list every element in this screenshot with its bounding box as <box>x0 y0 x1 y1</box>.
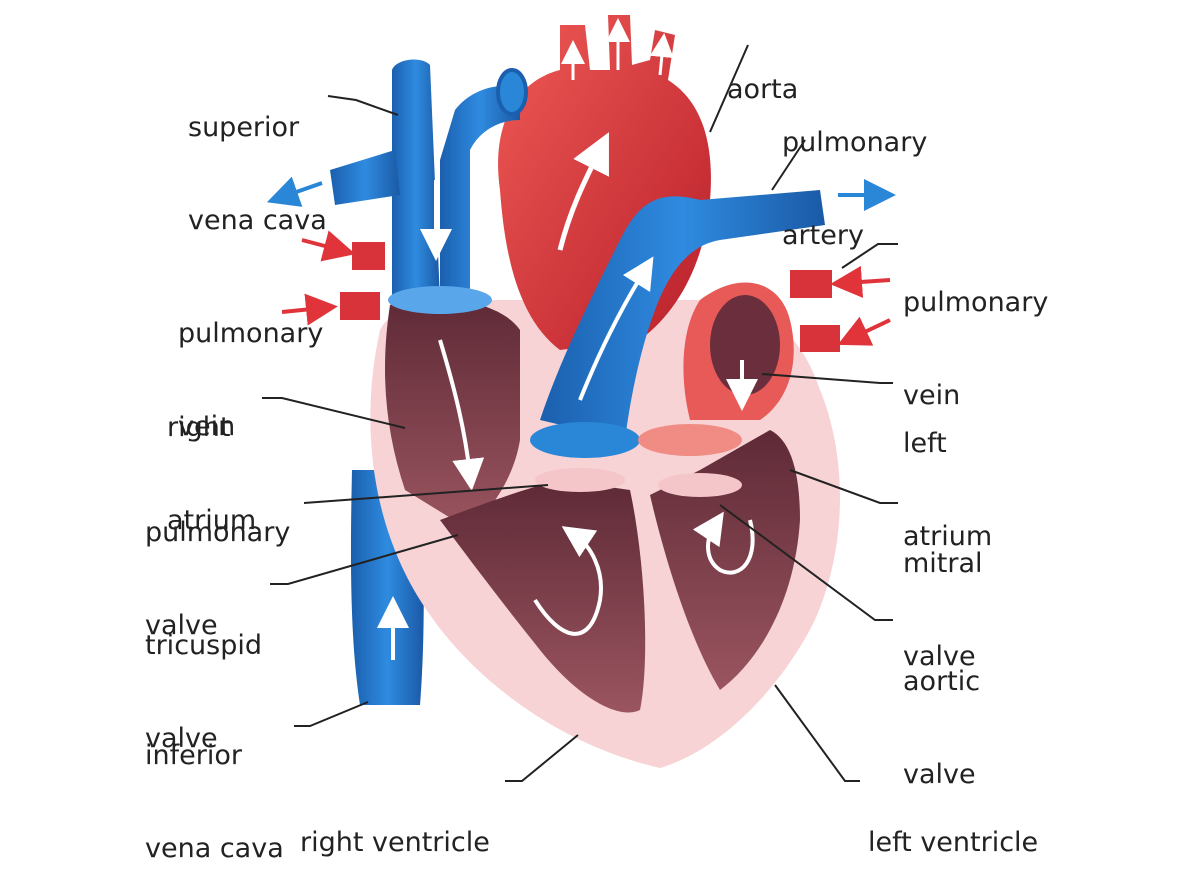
label-pulmonary-valve: pulmonary valve <box>145 517 291 641</box>
label-pulmonary-vein-left: pulmonary vein <box>178 318 324 442</box>
leader-inferior-vena-cava <box>294 701 369 727</box>
leader-lines <box>262 44 898 782</box>
heart-diagram: superior vena cava aorta pulmonary arter… <box>145 15 1049 864</box>
pulmonary-vein-right-shape <box>790 270 840 352</box>
label-aorta: aorta <box>727 74 799 105</box>
leader-pulmonary-vein-right <box>841 243 898 269</box>
pulmonary-vein-left-shape <box>340 242 385 320</box>
flow-arrows <box>266 176 896 346</box>
label-tricuspid-valve: tricuspid valve <box>145 630 262 754</box>
leader-left-atrium <box>761 373 893 384</box>
right-atrium-shape <box>385 298 520 530</box>
label-right-atrium: right atrium <box>167 412 257 536</box>
leader-pulmonary-artery <box>771 139 806 191</box>
valves-shape <box>535 468 742 497</box>
label-superior-vena-cava: superior vena cava <box>188 112 327 236</box>
pulmonary-artery-shape <box>530 190 825 458</box>
leader-mitral-valve <box>789 469 898 504</box>
label-left-ventricle: left ventricle <box>868 827 1039 858</box>
leader-left-ventricle <box>774 684 860 782</box>
leader-superior-vena-cava <box>327 95 399 116</box>
label-pulmonary-vein-right: pulmonary vein <box>903 287 1049 411</box>
leader-aorta <box>709 44 749 133</box>
left-atrium-shape <box>683 282 794 420</box>
leader-right-ventricle <box>505 734 579 782</box>
leader-pulmonary-valve <box>303 484 549 504</box>
label-right-ventricle: right ventricle <box>300 827 490 858</box>
label-left-atrium: left atrium <box>903 428 993 552</box>
leader-right-atrium <box>262 397 406 429</box>
label-mitral-valve: mitral valve <box>903 548 983 672</box>
superior-vena-cava-shape <box>330 59 528 314</box>
label-inferior-vena-cava: inferior vena cava <box>145 740 284 864</box>
heart-illustration <box>262 15 898 782</box>
label-pulmonary-artery: pulmonary artery <box>782 127 928 251</box>
label-aortic-valve: aortic valve <box>903 666 981 790</box>
leader-tricuspid-valve <box>270 534 459 585</box>
leader-aortic-valve <box>719 504 893 621</box>
aortic-root-shape <box>638 424 742 456</box>
